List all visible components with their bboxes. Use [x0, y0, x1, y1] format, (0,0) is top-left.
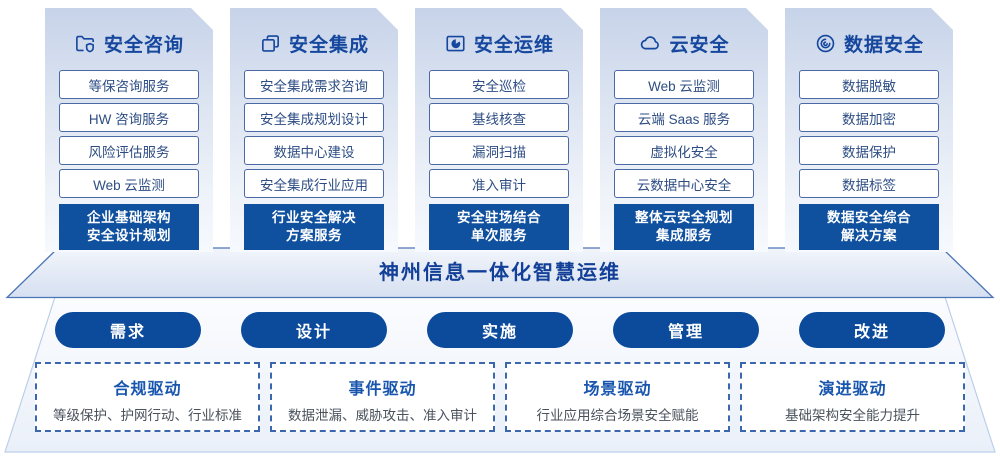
driver-desc: 数据泄漏、威胁攻击、准入审计	[288, 408, 477, 423]
card-header: 数据安全	[785, 28, 953, 58]
driver-box-scenario: 场景驱动 行业应用综合场景安全赋能	[505, 362, 730, 432]
service-item: Web 云监测	[614, 70, 754, 99]
service-card-cloud: 云安全 Web 云监测 云端 Saas 服务 虚拟化安全 云数据中心安全 整体云…	[600, 8, 768, 252]
service-card-consulting: 安全咨询 等保咨询服务 HW 咨询服务 风险评估服务 Web 云监测 企业基础架…	[45, 8, 213, 252]
pie-chart-panel-icon	[444, 32, 467, 55]
service-item: Web 云监测	[59, 169, 199, 198]
card-items: 安全集成需求咨询 安全集成规划设计 数据中心建设 安全集成行业应用	[230, 70, 398, 198]
service-item: 云端 Saas 服务	[614, 103, 754, 132]
banner-title: 神州信息一体化智慧运维	[379, 262, 621, 284]
folder-shield-icon	[74, 32, 97, 55]
service-item: HW 咨询服务	[59, 103, 199, 132]
service-card-data: 数据安全 数据脱敏 数据加密 数据保护 数据标签 数据安全综合 解决方案	[785, 8, 953, 252]
driver-boxes: 合规驱动 等级保护、护网行动、行业标准 事件驱动 数据泄漏、威胁攻击、准入审计 …	[35, 362, 965, 432]
service-item: 基线核查	[429, 103, 569, 132]
driver-title: 合规驱动	[113, 381, 182, 398]
card-items: Web 云监测 云端 Saas 服务 虚拟化安全 云数据中心安全	[600, 70, 768, 198]
column-title: 数据安全	[843, 34, 924, 56]
card-footer-highlight: 企业基础架构 安全设计规划	[59, 204, 199, 250]
card-footer-highlight: 整体云安全规划 集成服务	[614, 204, 754, 250]
service-card-operations: 安全运维 安全巡检 基线核查 漏洞扫描 准入审计 安全驻场结合 单次服务	[415, 8, 583, 252]
service-item: 云数据中心安全	[614, 169, 754, 198]
service-item: 安全集成需求咨询	[244, 70, 384, 99]
service-item: 等保咨询服务	[59, 70, 199, 99]
card-items: 数据脱敏 数据加密 数据保护 数据标签	[785, 70, 953, 198]
driver-desc: 基础架构安全能力提升	[785, 408, 920, 423]
driver-desc: 行业应用综合场景安全赋能	[536, 408, 699, 423]
driver-box-evolution: 演进驱动 基础架构安全能力提升	[740, 362, 965, 432]
driver-box-incident: 事件驱动 数据泄漏、威胁攻击、准入审计	[270, 362, 495, 432]
service-columns: 安全咨询 等保咨询服务 HW 咨询服务 风险评估服务 Web 云监测 企业基础架…	[45, 8, 953, 252]
driver-title: 场景驱动	[583, 381, 652, 398]
column-title: 安全运维	[473, 34, 554, 56]
service-item: 数据中心建设	[244, 136, 384, 165]
process-pill-implement: 实施	[427, 312, 573, 348]
card-header: 安全集成	[230, 28, 398, 58]
process-pills: 需求 设计 实施 管理 改进	[55, 312, 945, 348]
service-item: 数据保护	[799, 136, 939, 165]
service-item: 安全集成行业应用	[244, 169, 384, 198]
service-item: 数据标签	[799, 169, 939, 198]
process-pill-demand: 需求	[55, 312, 201, 348]
banner-trapezoid: 神州信息一体化智慧运维	[0, 247, 1000, 299]
service-item: 准入审计	[429, 169, 569, 198]
card-items: 等保咨询服务 HW 咨询服务 风险评估服务 Web 云监测	[45, 70, 213, 198]
card-footer-highlight: 数据安全综合 解决方案	[799, 204, 939, 250]
service-item: 安全集成规划设计	[244, 103, 384, 132]
service-item: 漏洞扫描	[429, 136, 569, 165]
documents-copy-icon	[259, 32, 282, 55]
column-title: 安全咨询	[103, 34, 184, 56]
process-pill-manage: 管理	[613, 312, 759, 348]
driver-title: 事件驱动	[348, 381, 417, 398]
card-header: 安全咨询	[45, 28, 213, 58]
fingerprint-icon	[814, 32, 837, 55]
card-footer-highlight: 安全驻场结合 单次服务	[429, 204, 569, 250]
column-title: 云安全	[669, 34, 730, 56]
driver-desc: 等级保护、护网行动、行业标准	[53, 408, 242, 423]
service-item: 虚拟化安全	[614, 136, 754, 165]
driver-box-compliance: 合规驱动 等级保护、护网行动、行业标准	[35, 362, 260, 432]
process-pill-improve: 改进	[799, 312, 945, 348]
card-header: 安全运维	[415, 28, 583, 58]
card-footer-highlight: 行业安全解决 方案服务	[244, 204, 384, 250]
service-item: 数据脱敏	[799, 70, 939, 99]
card-items: 安全巡检 基线核查 漏洞扫描 准入审计	[415, 70, 583, 198]
process-pill-design: 设计	[241, 312, 387, 348]
service-item: 数据加密	[799, 103, 939, 132]
service-card-integration: 安全集成 安全集成需求咨询 安全集成规划设计 数据中心建设 安全集成行业应用 行…	[230, 8, 398, 252]
platform-panel: 需求 设计 实施 管理 改进 合规驱动 等级保护、护网行动、行业标准 事件驱动 …	[0, 296, 1000, 456]
service-item: 安全巡检	[429, 70, 569, 99]
driver-title: 演进驱动	[818, 381, 887, 398]
service-item: 风险评估服务	[59, 136, 199, 165]
card-header: 云安全	[600, 28, 768, 58]
column-title: 安全集成	[288, 34, 369, 56]
cloud-icon	[638, 31, 662, 55]
